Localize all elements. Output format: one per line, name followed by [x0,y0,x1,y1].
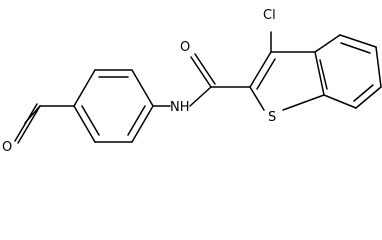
bond-benzo-a [314,34,341,53]
bond-ring1-a [73,69,96,107]
bond-ring1-double-2 [127,105,146,136]
bond-benzo-e [323,94,357,109]
atom-nitrogen-amide: NH [170,100,190,115]
bond-c2-c3 [249,51,272,88]
bond-c2-s [249,86,265,111]
atom-oxygen-amide: O [180,40,190,55]
bond-c3a-c7a [314,51,325,96]
bond-benzo-double-1 [340,42,371,54]
bond-benzo-c [375,46,382,88]
bond-benzo-b [339,34,377,48]
atom-chlorine: Cl [263,8,276,23]
bond-carbonyl-ketone-2 [14,103,38,142]
molecule-diagram: O NH O Cl S [2,8,382,155]
bond-ring1-f [73,105,96,143]
atom-oxygen-ketone: O [2,140,12,155]
bond-ring1-d [131,105,154,143]
bond-c2-c3-double [256,58,276,90]
bond-carbonyl-ketone-1 [17,105,41,144]
bond-ring1-c [131,69,154,107]
bond-nh-carbonyl [189,86,212,107]
atom-sulfur: S [268,110,276,125]
bond-benzo-d [355,86,382,109]
bond-ring1-double-3 [81,105,100,136]
bond-amide-co-2 [194,53,216,85]
bond-benzo-double-2 [353,84,374,102]
structure-svg: O NH O Cl S [2,8,382,155]
bond-s-c7a [282,94,325,111]
bond-benzo-double-3 [319,59,328,90]
bond-amide-co-1 [190,56,212,88]
